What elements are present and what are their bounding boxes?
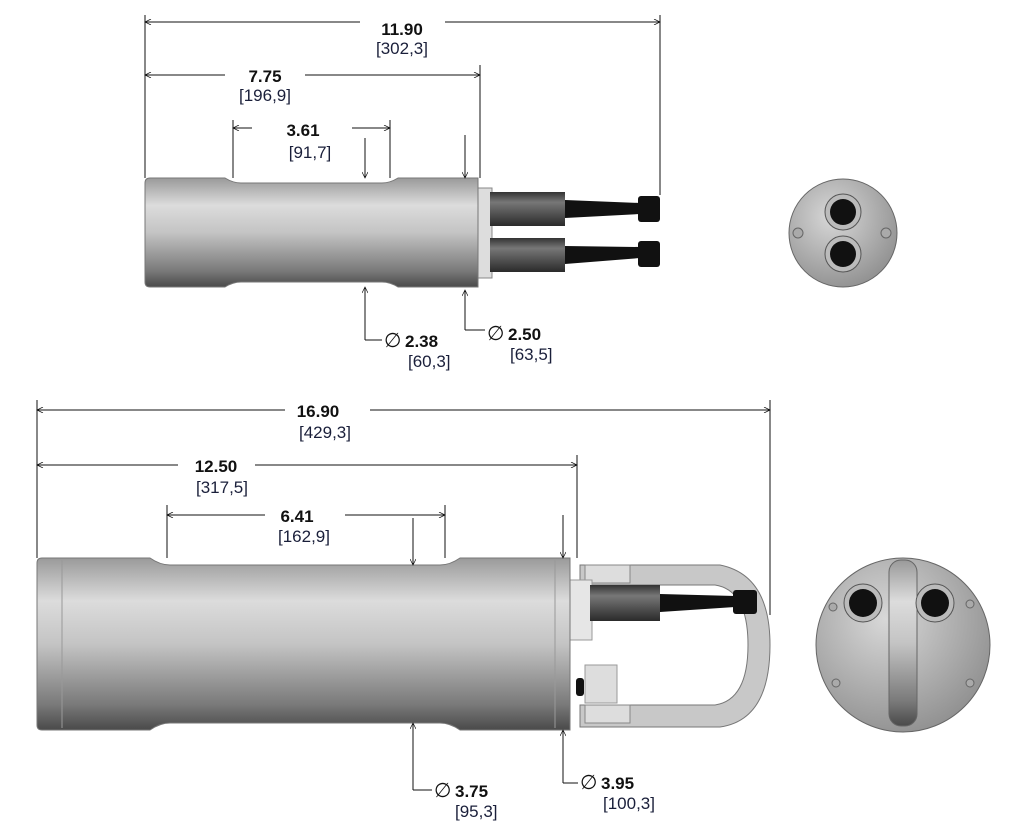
screw-icon [965,599,975,609]
bottom-side-view [36,557,771,731]
screw-icon [831,678,841,688]
end-face [788,178,898,288]
diameter-icon: ∅ [384,328,401,352]
dim-top-body-primary: 7.75 [248,67,281,86]
dim-bottom-body-diameter-secondary: [95,3] [455,802,498,821]
dim-top-grip-primary: 3.61 [286,121,319,140]
dim-top-body-diameter-secondary: [60,3] [408,352,451,371]
dim-bottom-grip-primary: 6.41 [280,507,313,526]
top-end-view [788,178,898,288]
dim-top-end-diameter-secondary: [63,5] [510,345,553,364]
dim-top-end-diameter-primary: 2.50 [508,325,541,344]
cable [660,594,735,612]
end-cap [569,579,593,641]
bottom-end-view [815,557,991,733]
cable-lower [565,246,640,264]
top-dimensions: 11.90 [302,3] 7.75 [196,9] 3.61 [91,7] ∅… [145,15,660,371]
housing-body [144,177,479,288]
dim-bottom-overall-primary: 16.90 [297,402,340,421]
dim-bottom-body-secondary: [317,5] [196,478,248,497]
dim-bottom-body-primary: 12.50 [195,457,238,476]
cable-plug [733,590,757,614]
cable-plug-lower [638,241,660,267]
cable-plug-upper [638,196,660,222]
top-side-view [144,177,660,288]
dim-bottom-end-diameter-primary: 3.95 [601,774,634,793]
dim-bottom-end-diameter-secondary: [100,3] [603,794,655,813]
housing-body [36,557,571,731]
diameter-icon: ∅ [487,321,504,345]
connector-boot [590,585,660,621]
connector-port-icon [830,241,856,267]
dim-top-grip-secondary: [91,7] [289,143,332,162]
handle-end [888,559,918,727]
dim-top-body-secondary: [196,9] [239,86,291,105]
dim-bottom-grip-secondary: [162,9] [278,527,330,546]
bottom-dimensions: 16.90 [429,3] 12.50 [317,5] 6.41 [162,9]… [37,400,770,821]
connector-boot-upper [490,192,565,226]
connector-port-icon [830,199,856,225]
dim-bottom-overall-secondary: [429,3] [299,423,351,442]
dim-top-overall-secondary: [302,3] [376,39,428,58]
dim-top-body-diameter-primary: 2.38 [405,332,438,351]
dim-bottom-body-diameter-primary: 3.75 [455,782,488,801]
connector-port-icon [921,589,949,617]
screw-icon [792,227,804,239]
connector-boot-lower [490,238,565,272]
cable-upper [565,200,640,218]
screw-icon [828,602,838,612]
dim-top-overall-primary: 11.90 [381,20,423,39]
screw-icon [880,227,892,239]
diameter-icon: ∅ [434,778,451,802]
screw-icon [965,678,975,688]
diameter-icon: ∅ [580,770,597,794]
connector-port-icon [849,589,877,617]
